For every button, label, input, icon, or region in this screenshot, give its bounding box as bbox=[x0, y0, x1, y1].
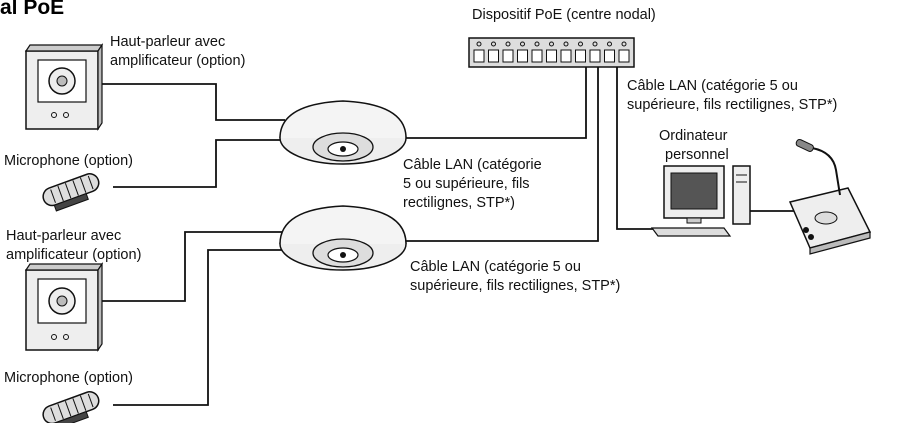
hub-port bbox=[531, 49, 543, 63]
hub-led bbox=[520, 41, 525, 47]
hub-led bbox=[621, 41, 627, 47]
hub-port bbox=[502, 49, 514, 63]
cable-speaker-1 bbox=[98, 83, 285, 121]
hub-led bbox=[563, 41, 569, 47]
pc-label-line2: personnel bbox=[665, 147, 729, 163]
hub-led bbox=[534, 41, 540, 47]
camera-icon bbox=[279, 100, 407, 165]
hub-port bbox=[589, 49, 601, 63]
pc-label-line1: Ordinateur bbox=[659, 128, 728, 144]
speaker-1-label-line1: Haut-parleur avec bbox=[110, 34, 226, 50]
cable-mic-1 bbox=[113, 139, 285, 188]
speaker-icon bbox=[24, 262, 104, 352]
cable-cam1-label-line2: 5 ou supérieure, fils bbox=[403, 176, 530, 192]
page-title: al PoE bbox=[0, 0, 65, 19]
hub-port bbox=[575, 49, 586, 63]
hub-port bbox=[473, 49, 485, 63]
cable-cam1-label-line3: rectilignes, STP*) bbox=[403, 195, 516, 211]
hub-led bbox=[549, 41, 554, 47]
cable-cam2-label-line1: Câble LAN (catégorie 5 ou bbox=[410, 259, 581, 275]
cable-hub-cam2 bbox=[400, 66, 599, 242]
camera-icon bbox=[279, 205, 407, 271]
microphone-icon bbox=[42, 173, 100, 212]
hub-led bbox=[607, 41, 612, 47]
speaker-2-label-line2: amplificateur (option) bbox=[6, 247, 142, 263]
cable-mic-2 bbox=[113, 249, 285, 406]
cable-speaker-2 bbox=[98, 231, 285, 302]
mic-1-label: Microphone (option) bbox=[4, 153, 133, 169]
cable-hub-pc bbox=[616, 66, 664, 230]
hub-port bbox=[546, 49, 557, 63]
cables bbox=[98, 66, 800, 406]
hub-port bbox=[517, 49, 528, 63]
cable-hub-cam1 bbox=[400, 66, 587, 139]
hub-led bbox=[491, 41, 496, 47]
hub-led bbox=[578, 41, 583, 47]
desk-microphone-icon bbox=[788, 138, 872, 255]
cable-cam2-label-line2: supérieure, fils rectilignes, STP*) bbox=[410, 278, 621, 294]
speaker-1-label-line2: amplificateur (option) bbox=[110, 53, 246, 69]
poe-hub-label: Dispositif PoE (centre nodal) bbox=[472, 7, 656, 23]
poe-hub bbox=[468, 37, 635, 68]
hub-led bbox=[592, 41, 598, 47]
speaker-2-label-line1: Haut-parleur avec bbox=[6, 228, 122, 244]
hub-port bbox=[604, 49, 615, 63]
mic-2-label: Microphone (option) bbox=[4, 370, 133, 386]
speaker-icon bbox=[24, 43, 104, 131]
cable-pc-label-line2: supérieure, fils rectilignes, STP*) bbox=[627, 97, 838, 113]
cable-pc-label-line1: Câble LAN (catégorie 5 ou bbox=[627, 78, 798, 94]
hub-port bbox=[560, 49, 572, 63]
hub-port bbox=[488, 49, 499, 63]
hub-port bbox=[618, 49, 630, 63]
computer-icon bbox=[650, 165, 751, 237]
hub-led bbox=[505, 41, 511, 47]
microphone-icon bbox=[42, 391, 100, 423]
cable-cam1-label-line1: Câble LAN (catégorie bbox=[403, 157, 542, 173]
hub-led bbox=[476, 41, 482, 47]
